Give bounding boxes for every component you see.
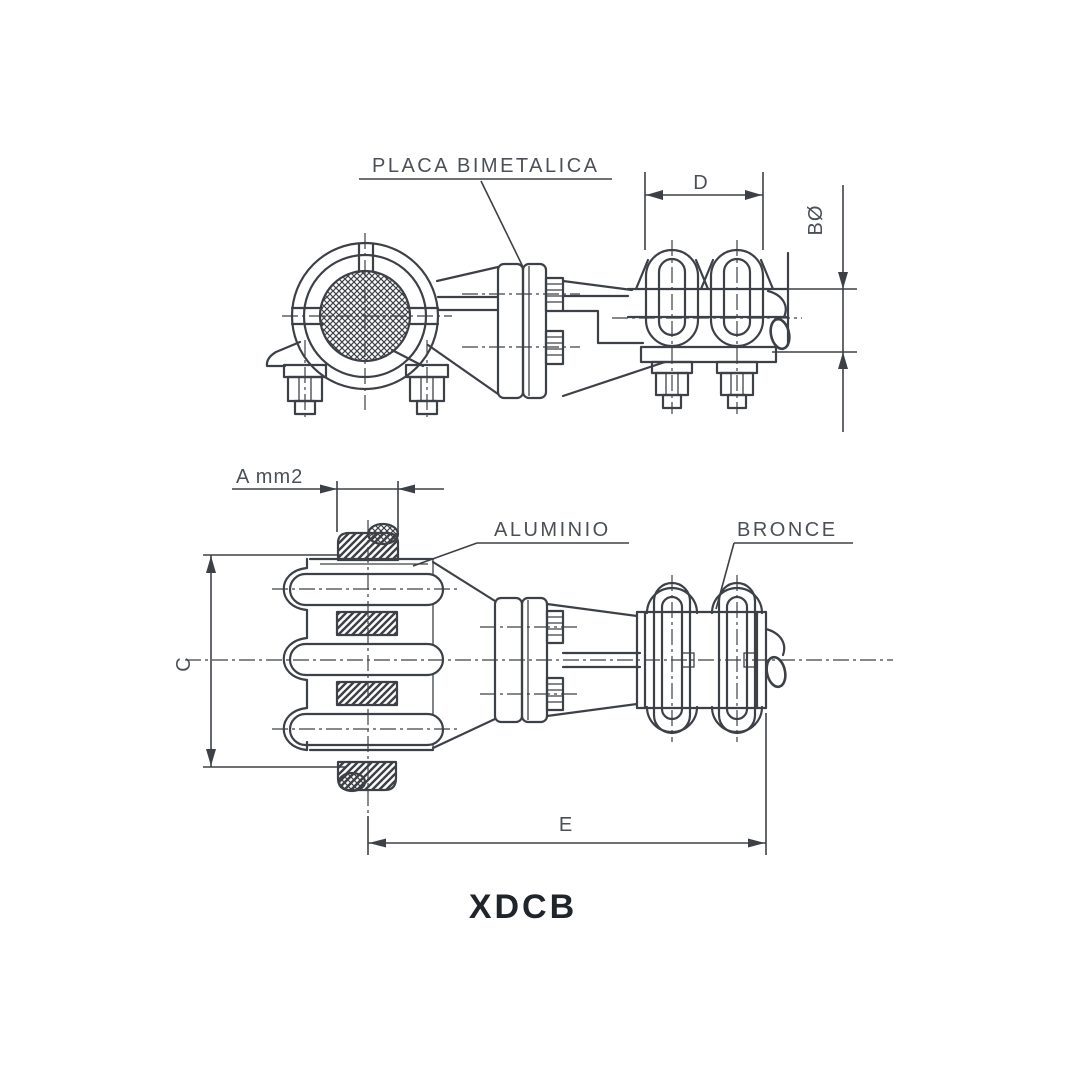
- yoke-lower-edge: [561, 360, 667, 398]
- clamp-top-slot: [357, 242, 375, 274]
- dimension-b-label: BØ: [805, 205, 827, 236]
- cable-mid-1: [335, 610, 399, 637]
- bronze-assembly-plan: [635, 575, 787, 742]
- dimension-b-diameter: BØ: [768, 185, 857, 432]
- callout-aluminio: ALUMINIO: [412, 519, 629, 567]
- yoke-upper-edge: [561, 279, 634, 292]
- center-tab-left: [681, 652, 695, 668]
- clamp-right-lug: [390, 348, 425, 368]
- body-left-bumps: [282, 566, 309, 752]
- dimension-d-label: D: [693, 172, 708, 194]
- roller-left: [645, 575, 699, 742]
- u-bolt-left: [634, 240, 710, 414]
- u-bolt-right: [699, 240, 775, 414]
- dimension-e-label: E: [559, 814, 573, 836]
- cone-arm-lines: [436, 295, 500, 312]
- cotter-pin-side: [766, 289, 791, 351]
- cable-top-end: [366, 522, 400, 546]
- groove-3: [288, 712, 445, 747]
- body-top-bottom-edges: [308, 557, 435, 752]
- cotter-pin-plan: [764, 627, 787, 689]
- clamp-outer-ring: [290, 241, 440, 391]
- aluminio-label: ALUMINIO: [494, 519, 611, 541]
- bimetal-plate-side: [462, 262, 580, 400]
- groove-1: [288, 572, 445, 607]
- groove-centerlines: [272, 588, 458, 730]
- cone-lower-edge: [426, 343, 500, 396]
- u-bolt-nut-left: [650, 360, 694, 410]
- aluminium-body: [282, 557, 445, 752]
- plan-yoke-edges: [545, 602, 639, 718]
- plan-yoke-arm: [561, 651, 642, 669]
- bronze-block-edges: [635, 610, 768, 710]
- clamp-bolt-left: [282, 340, 328, 421]
- plan-view: C A mm2 E ALUMINIO BRONCE: [173, 466, 893, 855]
- cable-mid-2: [335, 680, 399, 707]
- drawing-title: XDCB: [469, 888, 577, 926]
- conductor-cross-section: [318, 269, 412, 363]
- plan-cone-edges: [431, 560, 497, 750]
- bronce-leader-line: [715, 542, 735, 610]
- callout-bronce: BRONCE: [715, 519, 853, 610]
- clamp-left-lug: [265, 340, 302, 368]
- roller-right: [710, 575, 764, 742]
- cable-bottom-end: [337, 771, 367, 793]
- placa-leader-line: [480, 180, 524, 268]
- bimetal-plate-plan: [480, 596, 578, 724]
- cable-sections: [335, 522, 400, 793]
- dimension-e: E: [367, 713, 767, 855]
- callout-placa-bimetalica: PLACA BIMETALICA: [359, 155, 612, 268]
- yoke-arm: [561, 294, 645, 345]
- placa-bimetalica-label: PLACA BIMETALICA: [372, 155, 599, 177]
- bronze-block-caps: [635, 610, 768, 710]
- aluminio-leader-line: [412, 542, 478, 567]
- dimension-d: D: [644, 172, 764, 250]
- center-tab-right: [743, 652, 757, 668]
- dimension-c-label: C: [173, 656, 195, 671]
- dimension-a-mm2: A mm2: [232, 466, 444, 532]
- dimension-c: C: [173, 554, 345, 768]
- side-view: D BØ PLACA BIMETALICA: [265, 155, 857, 432]
- dimension-a-label: A mm2: [236, 466, 303, 488]
- keeper-plate: [639, 345, 778, 364]
- u-bolt-nut-right: [715, 360, 759, 410]
- bronze-assembly-side: [612, 240, 802, 414]
- groove-2: [288, 642, 445, 677]
- clamp-inner-ring: [302, 253, 428, 379]
- clamp-bolt-right: [404, 340, 450, 421]
- bronce-label: BRONCE: [737, 519, 838, 541]
- clamp-split-lines: [290, 306, 440, 326]
- cone-upper-edge: [435, 265, 500, 283]
